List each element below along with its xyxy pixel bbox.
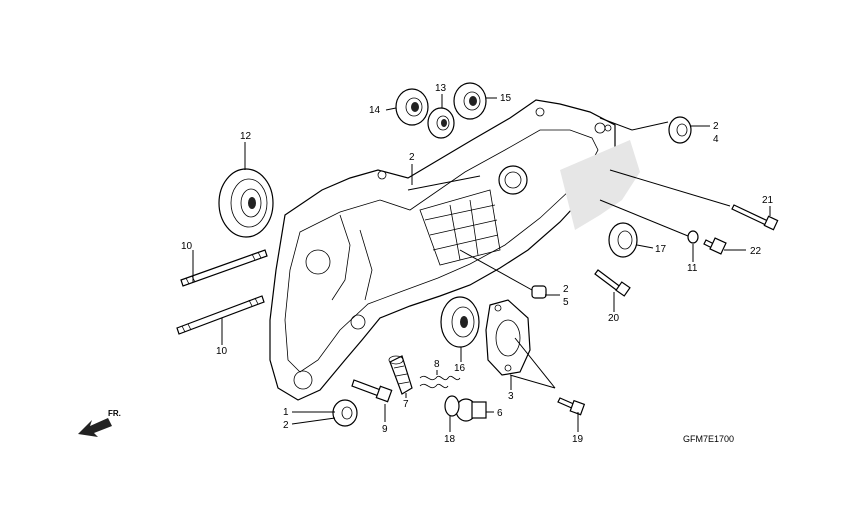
callout-9: 9 [382, 424, 388, 435]
bearing-13 [427, 107, 455, 139]
callout-22: 22 [750, 246, 762, 257]
callout-10-lower: 10 [216, 346, 228, 357]
callout-5: 5 [563, 297, 569, 308]
callout-15: 15 [500, 93, 512, 104]
diagram-code: GFM7E1700 [683, 434, 734, 444]
dowel-5 [531, 285, 547, 299]
callout-18: 18 [444, 434, 456, 445]
spring-8 [419, 375, 461, 389]
drain-bolt-6 [455, 398, 487, 422]
callout-labels: 12 14 13 15 2 2 4 21 10 17 22 11 2 5 20 … [181, 83, 774, 445]
direction-label: FR. [108, 409, 121, 418]
callout-8: 8 [434, 359, 440, 370]
washer-11 [687, 230, 699, 244]
callout-1: 1 [283, 407, 289, 418]
dowel-1 [332, 399, 358, 427]
oil-seal-16 [440, 296, 480, 348]
bearing-14 [395, 88, 429, 126]
callout-14: 14 [369, 105, 381, 116]
callout-10-upper: 10 [181, 241, 193, 252]
oil-seal-12 [218, 168, 274, 238]
bolt-19 [557, 397, 586, 416]
crankcase-housing [269, 99, 640, 401]
callout-7: 7 [403, 399, 409, 410]
callout-11: 11 [687, 263, 698, 274]
bolt-22 [703, 237, 727, 255]
callout-13: 13 [435, 83, 447, 94]
strainer-screen-7 [388, 355, 413, 395]
callout-12: 12 [240, 131, 252, 142]
bolt-9 [351, 379, 393, 403]
oil-seal-17 [608, 222, 638, 258]
bolt-20 [594, 269, 631, 297]
callout-3: 3 [508, 391, 514, 402]
callout-2-mid: 2 [563, 284, 569, 295]
callout-2-lower: 2 [283, 420, 289, 431]
callout-6: 6 [497, 408, 503, 419]
o-ring-18 [444, 395, 460, 417]
callout-16: 16 [454, 363, 466, 374]
callout-4: 4 [713, 134, 719, 145]
callout-21: 21 [762, 195, 774, 206]
callout-19: 19 [572, 434, 584, 445]
callout-2-upper: 2 [409, 152, 415, 163]
callout-20: 20 [608, 313, 620, 324]
collar-4 [668, 116, 692, 144]
front-direction-arrow: FR. [78, 409, 121, 437]
bolt-21 [731, 204, 779, 231]
bearing-15 [453, 82, 487, 120]
callout-2-right: 2 [713, 121, 719, 132]
cover-3 [485, 299, 531, 376]
stud-bolt-10-upper [180, 249, 268, 287]
callout-17: 17 [655, 244, 667, 255]
stud-bolt-10-lower [176, 295, 265, 335]
leader-lines [192, 94, 771, 432]
